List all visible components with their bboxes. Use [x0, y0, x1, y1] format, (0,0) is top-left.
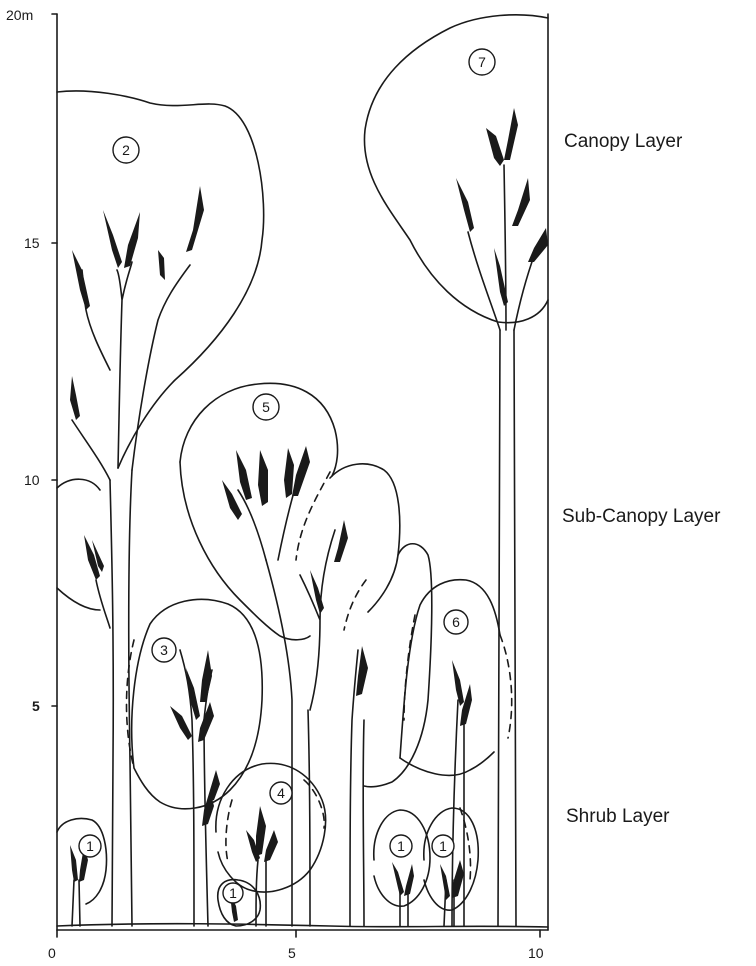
left-subcanopy-branch	[96, 580, 110, 628]
shrub-1-right-b	[424, 808, 478, 926]
svg-text:1: 1	[397, 838, 405, 854]
tree-2-trunk	[110, 470, 132, 926]
tree-7-leaf-tufts	[456, 108, 548, 306]
tree-right-subcanopy	[350, 544, 432, 926]
tree-label-1-right-b: 1	[432, 835, 454, 857]
tree-2-leaf-tufts	[70, 186, 204, 420]
right-subcanopy-crown	[364, 544, 432, 787]
tree-label-5: 5	[253, 394, 279, 420]
left-subcanopy-leaves	[84, 535, 104, 580]
shrub-1-left	[57, 819, 106, 927]
tree-left-subcanopy	[57, 479, 110, 628]
axes: 20m 15 10 5 0 5 10	[6, 7, 548, 961]
tree-5-leaf-tufts	[222, 446, 310, 520]
tree-6-leaves	[452, 660, 472, 726]
tree-7-trunk	[498, 330, 516, 926]
y-axis-top-label: 20m	[6, 7, 33, 23]
tree-6-crown	[400, 580, 500, 758]
x-tick-label-10: 10	[528, 945, 544, 961]
sub-canopy-layer-label: Sub-Canopy Layer	[562, 506, 721, 527]
middle-subcanopy-branches	[300, 530, 335, 710]
middle-subcanopy-leaves	[310, 520, 348, 614]
shrub-1-right-a	[374, 810, 430, 926]
y-tick-label-10: 10	[24, 472, 40, 488]
tree-5-trunk	[266, 560, 310, 926]
x-tick-label-0: 0	[48, 945, 56, 961]
tree-3	[127, 599, 263, 926]
svg-text:4: 4	[277, 785, 285, 801]
svg-text:1: 1	[439, 838, 447, 854]
svg-text:6: 6	[452, 614, 460, 630]
tree-4-leaves	[246, 806, 278, 862]
tree-label-1-center: 1	[223, 883, 243, 903]
shrub-1-right-a-trunk	[400, 890, 408, 926]
tree-label-4: 4	[270, 782, 292, 804]
tree-7	[364, 15, 548, 926]
svg-text:7: 7	[478, 54, 486, 70]
svg-text:3: 3	[160, 642, 168, 658]
middle-subcanopy-dashed	[344, 580, 366, 630]
tree-7-crown	[364, 15, 548, 323]
tree-label-3: 3	[152, 638, 176, 662]
shrub-1-left-trunk	[72, 880, 80, 926]
tree-label-7: 7	[469, 49, 495, 75]
tree-label-6: 6	[444, 610, 468, 634]
tree-label-1-right-a: 1	[390, 835, 412, 857]
svg-text:2: 2	[122, 142, 130, 158]
svg-text:1: 1	[86, 838, 94, 854]
ground-line	[57, 924, 548, 927]
svg-text:5: 5	[262, 399, 270, 415]
svg-text:1: 1	[229, 885, 237, 901]
shrub-1-right-a-leaves	[392, 862, 414, 896]
canopy-layer-label: Canopy Layer	[564, 131, 683, 152]
y-tick-label-5: 5	[32, 698, 40, 714]
tree-label-2: 2	[113, 137, 139, 163]
tree-2-branches	[72, 262, 190, 480]
tree-label-1-left: 1	[79, 835, 101, 857]
y-tick-label-15: 15	[24, 235, 40, 251]
shrub-layer-label: Shrub Layer	[566, 806, 670, 827]
tree-2-left-branch	[82, 270, 110, 370]
tree-2-crown	[57, 91, 264, 468]
x-tick-label-5: 5	[288, 945, 296, 961]
